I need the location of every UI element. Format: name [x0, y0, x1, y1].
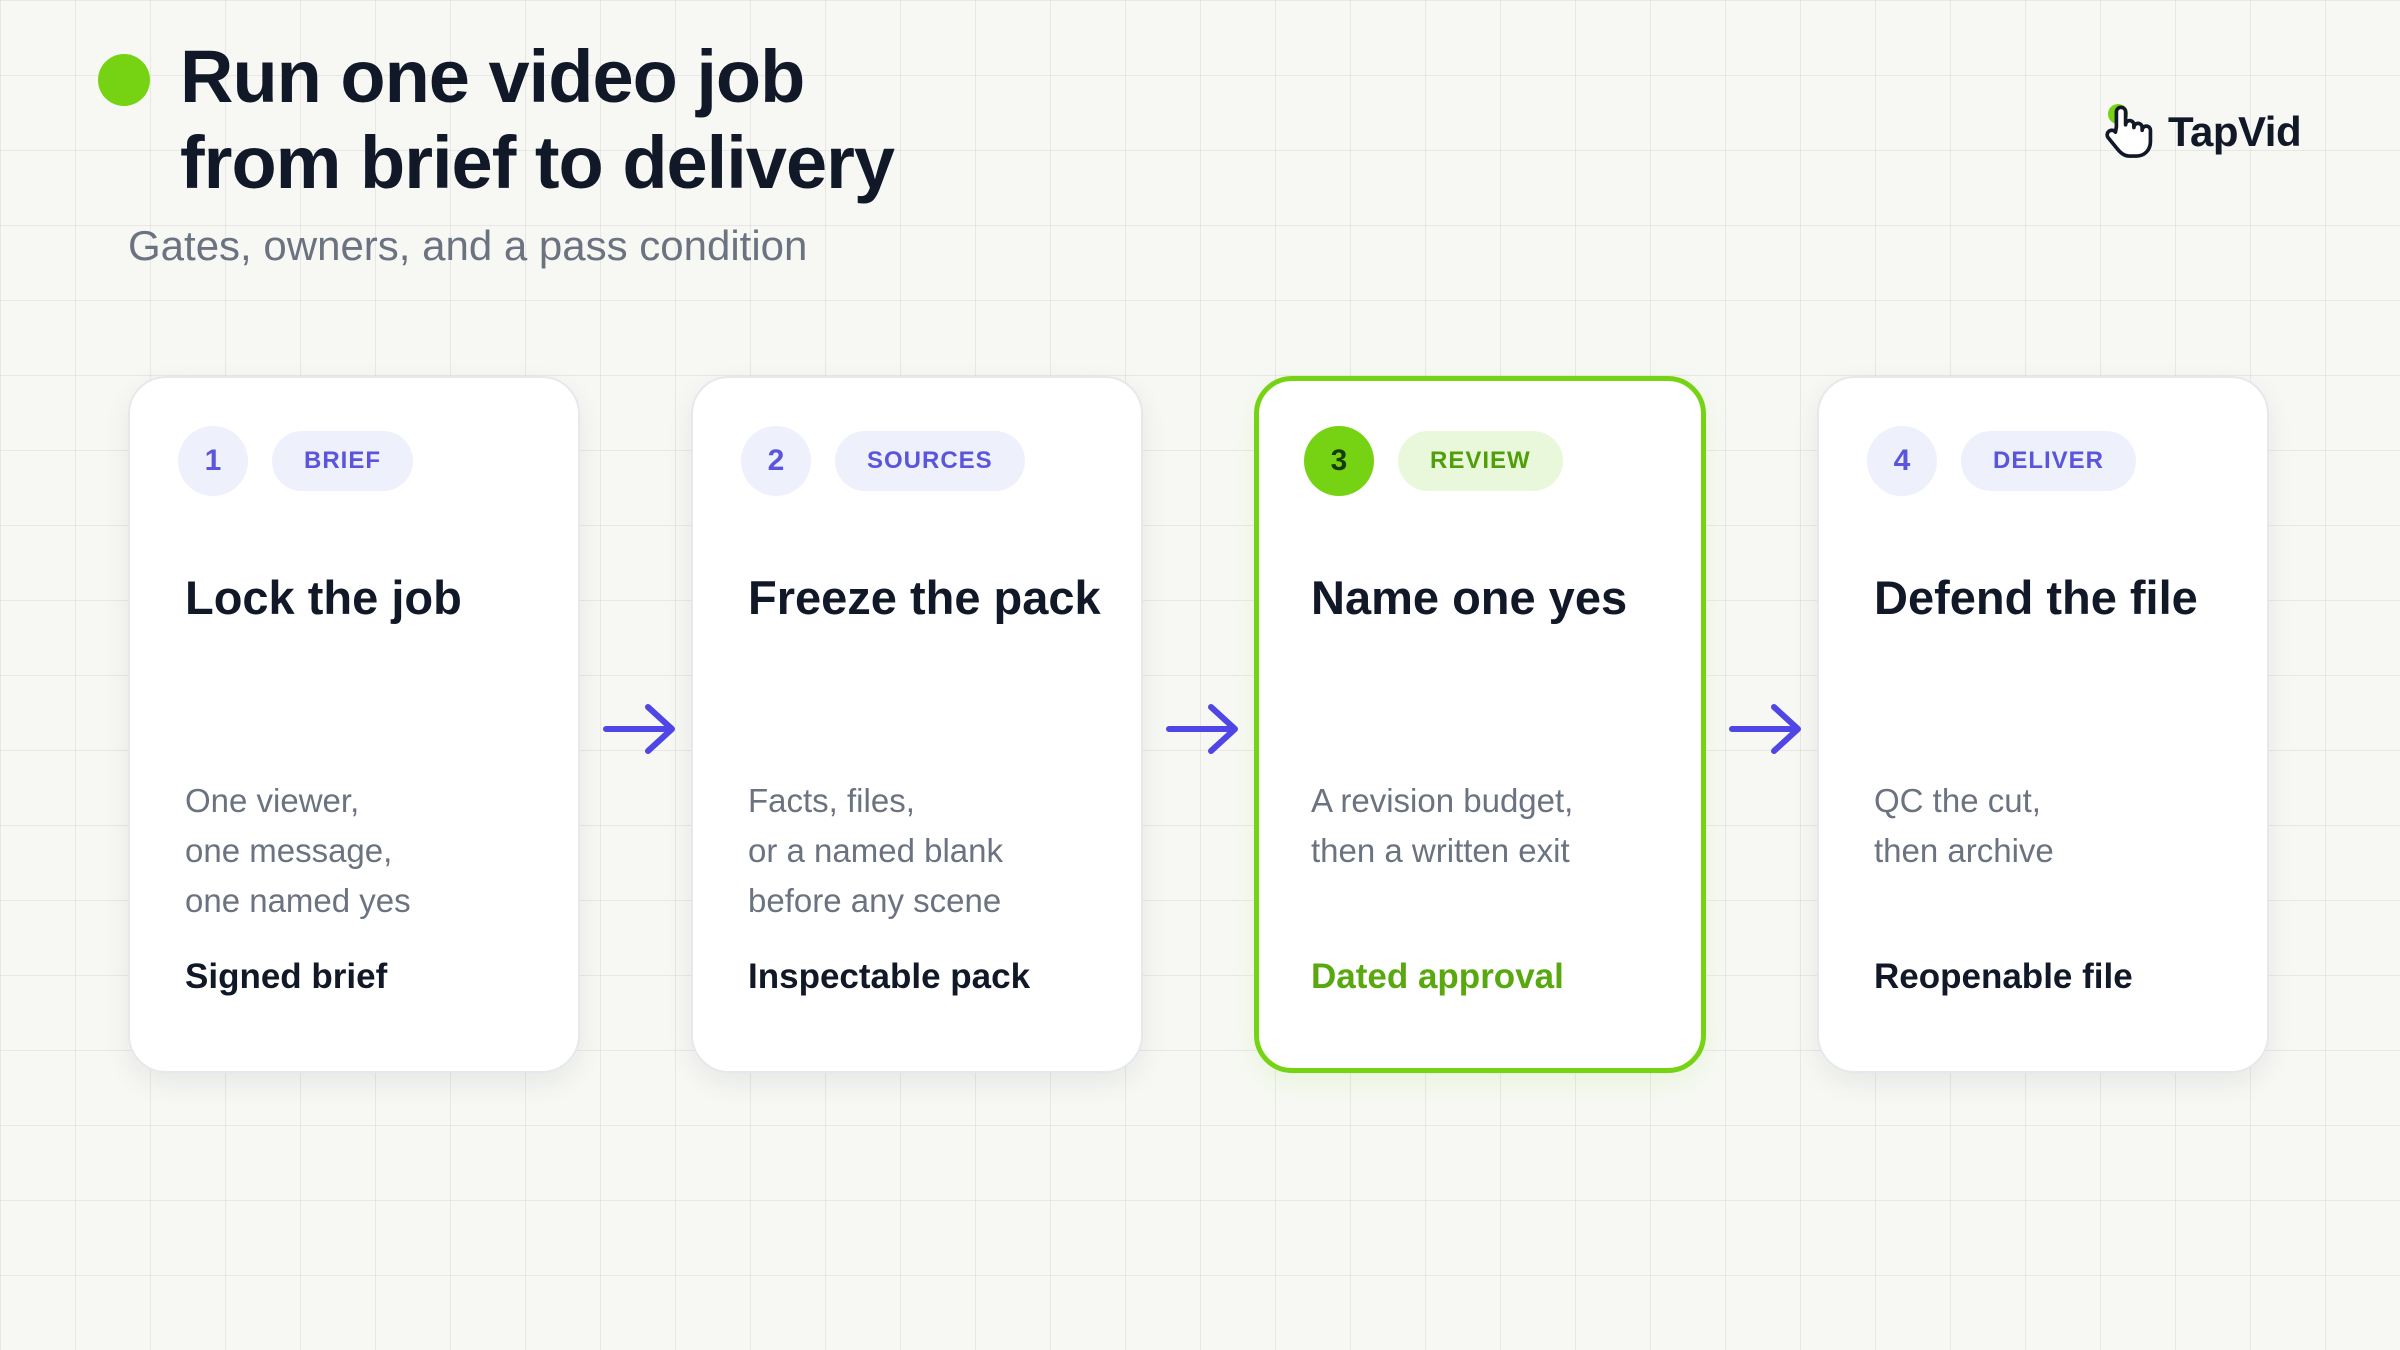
step-outcome: Dated approval [1311, 957, 1564, 996]
step-number-badge: 3 [1304, 426, 1374, 496]
step-description: QC the cut, then archive [1874, 776, 2054, 876]
step-outcome: Reopenable file [1874, 957, 2133, 996]
step-number-badge: 2 [741, 426, 811, 496]
step-description-line: one named yes [185, 882, 411, 919]
step-number-badge: 1 [178, 426, 248, 496]
step-title: Freeze the pack [748, 571, 1101, 624]
tapvid-logo: TapVid [2104, 100, 2302, 164]
step-number-badge: 4 [1867, 426, 1937, 496]
step-tag-pill: REVIEW [1398, 431, 1563, 491]
step-description-line: then archive [1874, 832, 2054, 869]
pointer-hand-icon [2105, 104, 2153, 158]
step-outcome: Inspectable pack [748, 957, 1031, 996]
step-description-line: Facts, files, [748, 782, 915, 819]
step-description: One viewer, one message, one named yes [185, 776, 411, 926]
step-card-sources: 2 SOURCES Freeze the pack Facts, files, … [691, 376, 1143, 1073]
step-tag-pill: BRIEF [272, 431, 413, 491]
step-card-brief: 1 BRIEF Lock the job One viewer, one mes… [128, 376, 580, 1073]
step-outcome: Signed brief [185, 957, 388, 996]
step-description-line: or a named blank [748, 832, 1003, 869]
arrow-right-icon [1166, 704, 1238, 754]
step-description: A revision budget, then a written exit [1311, 776, 1573, 876]
title-bullet-dot [98, 54, 150, 106]
page-title-line-1: Run one video job [180, 35, 805, 118]
arrow-right-icon [1729, 704, 1801, 754]
page-title: Run one video job from brief to delivery [180, 34, 895, 206]
step-title: Lock the job [185, 571, 462, 624]
page-title-line-2: from brief to delivery [180, 121, 895, 204]
step-description-line: A revision budget, [1311, 782, 1574, 819]
step-description-line: then a written exit [1311, 832, 1570, 869]
page-subtitle: Gates, owners, and a pass condition [128, 222, 808, 269]
logo-wordmark: TapVid [2168, 108, 2302, 155]
step-description-line: One viewer, [185, 782, 360, 819]
step-title: Name one yes [1311, 571, 1628, 624]
arrow-right-icon [603, 704, 675, 754]
step-description: Facts, files, or a named blank before an… [748, 776, 1003, 926]
step-card-deliver: 4 DELIVER Defend the file QC the cut, th… [1817, 376, 2269, 1073]
step-description-line: before any scene [748, 882, 1002, 919]
step-title: Defend the file [1874, 571, 2198, 624]
step-description-line: one message, [185, 832, 393, 869]
step-card-review: 3 REVIEW Name one yes A revision budget,… [1254, 376, 1706, 1073]
step-tag-pill: SOURCES [835, 431, 1025, 491]
step-tag-pill: DELIVER [1961, 431, 2137, 491]
step-description-line: QC the cut, [1874, 782, 2041, 819]
